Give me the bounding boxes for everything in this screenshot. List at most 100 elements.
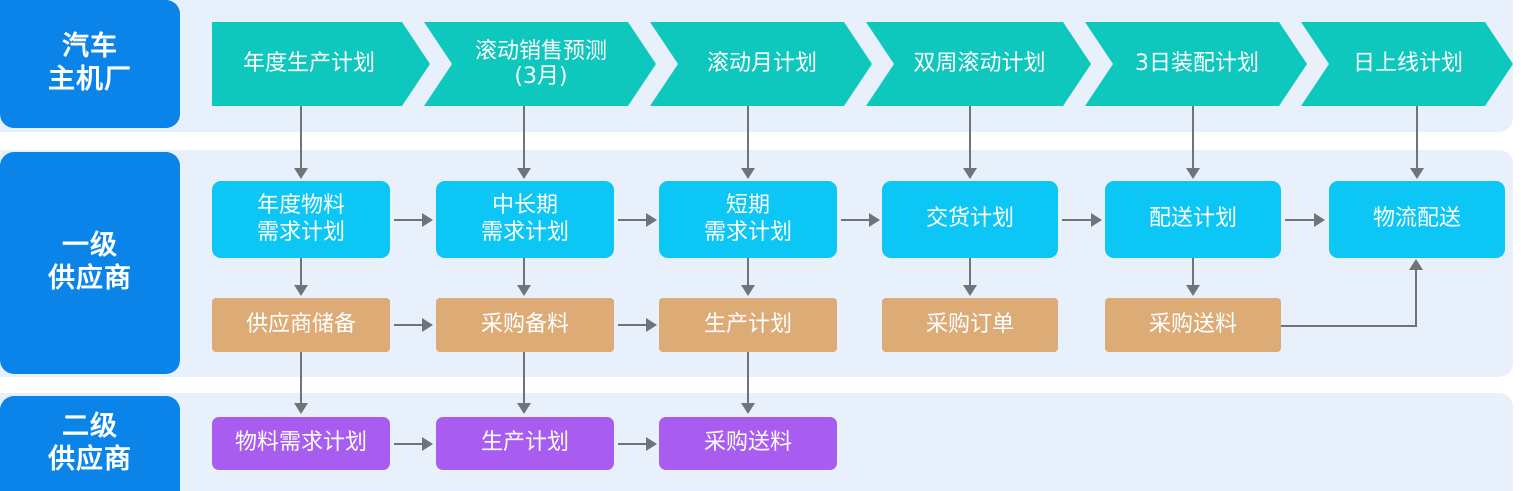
arrowhead-down	[741, 403, 755, 414]
connector-purchase-prep-to-production-tier2	[523, 352, 525, 405]
connector-delivery-to-distribution	[1062, 219, 1093, 221]
connector-chevron3-to-shortterm	[747, 106, 749, 170]
lane-header-tier2-line1: 二级	[62, 410, 118, 442]
arrowhead-right	[646, 437, 657, 451]
lane-header-tier2-line2: 供应商	[48, 443, 132, 475]
connector-reserve-to-purchase-prep	[394, 324, 424, 326]
node-production-plan-tier2[interactable]: 生产计划	[436, 417, 614, 470]
node-label: 物料需求计划	[234, 430, 367, 456]
connector-chevron5-to-distribution-plan	[1192, 106, 1194, 170]
arrowhead-down	[963, 285, 977, 296]
arrowhead-right	[422, 318, 433, 332]
node-purchase-shipment-tier1[interactable]: 采购送料	[1105, 298, 1281, 352]
arrowhead-down	[1186, 285, 1200, 296]
connector-midlongterm-to-shortterm	[618, 219, 648, 221]
arrowhead-down	[517, 168, 531, 179]
arrowhead-down	[1186, 168, 1200, 179]
connector-distribution-to-purchase-shipment	[1192, 258, 1194, 287]
node-label-line2: 需求计划	[256, 219, 345, 245]
lane-header-tier1: 一级 供应商	[0, 152, 180, 374]
connector-purchase-shipment-to-logistics-horizontal	[1281, 325, 1417, 327]
node-label: 生产计划	[480, 430, 569, 456]
chevron-label-line2: (3月)	[514, 64, 568, 89]
node-label: 供应商储备	[245, 311, 356, 337]
chevron-label: 年度生产计划	[242, 51, 375, 77]
lane-header-tier1-line2: 供应商	[48, 263, 132, 294]
connector-chevron4-to-delivery-plan	[969, 106, 971, 170]
node-label-line1: 年度物料	[256, 193, 345, 219]
node-label-line1: 中长期	[491, 193, 558, 219]
chevron-annual-production-plan[interactable]: 年度生产计划	[212, 22, 430, 106]
node-purchase-preparation[interactable]: 采购备料	[436, 298, 614, 352]
node-material-requirement-plan-tier2[interactable]: 物料需求计划	[212, 417, 390, 470]
chevron-rolling-monthly-plan[interactable]: 滚动月计划	[650, 22, 872, 106]
connector-supplier-reserve-to-material-plan	[300, 352, 302, 405]
node-midlongterm-requirement-plan[interactable]: 中长期 需求计划	[436, 181, 614, 258]
connector-shortterm-to-delivery	[841, 219, 871, 221]
node-label: 物流配送	[1372, 206, 1461, 232]
arrowhead-right	[646, 213, 657, 227]
lane-header-tier2: 二级 供应商	[0, 396, 180, 491]
arrowhead-down	[963, 168, 977, 179]
arrowhead-down	[517, 403, 531, 414]
node-label: 采购订单	[925, 311, 1014, 337]
lane-header-oem-line2: 主机厂	[48, 64, 132, 95]
arrowhead-right	[1314, 213, 1325, 227]
connector-production-to-shipment-tier2	[618, 443, 648, 445]
node-label: 采购备料	[480, 311, 569, 337]
node-shortterm-requirement-plan[interactable]: 短期 需求计划	[659, 181, 837, 258]
lane-header-tier1-line1: 一级	[62, 230, 118, 262]
connector-chevron1-to-annual-material	[300, 106, 302, 170]
chevron-label: 滚动月计划	[706, 51, 817, 77]
node-label: 采购送料	[1148, 311, 1237, 337]
arrowhead-right	[1091, 213, 1102, 227]
arrowhead-down	[517, 285, 531, 296]
node-purchase-order[interactable]: 采购订单	[882, 298, 1058, 352]
connector-material-plan-to-production-tier2	[394, 443, 424, 445]
node-label-line1: 短期	[725, 193, 770, 219]
arrowhead-right	[646, 318, 657, 332]
chevron-label: 3日装配计划	[1135, 51, 1259, 77]
chevron-label: 双周滚动计划	[913, 51, 1046, 77]
node-label: 生产计划	[703, 311, 792, 337]
connector-shortterm-to-production-plan	[747, 258, 749, 287]
node-delivery-plan[interactable]: 交货计划	[882, 181, 1058, 258]
node-label-line2: 需求计划	[480, 219, 569, 245]
connector-delivery-to-purchase-order	[969, 258, 971, 287]
arrowhead-right	[422, 213, 433, 227]
connector-distribution-to-logistics	[1285, 219, 1316, 221]
arrowhead-right	[422, 437, 433, 451]
lane-header-oem: 汽车 主机厂	[0, 0, 180, 128]
arrowhead-down	[294, 403, 308, 414]
connector-annual-to-midlongterm	[394, 219, 424, 221]
arrowhead-down	[1410, 168, 1424, 179]
chevron-label: 日上线计划	[1352, 51, 1463, 77]
arrowhead-down	[294, 168, 308, 179]
chevron-rolling-sales-forecast[interactable]: 滚动销售预测 (3月)	[424, 22, 656, 106]
node-label: 配送计划	[1148, 206, 1237, 232]
chevron-label-line1: 滚动销售预测	[474, 38, 607, 64]
connector-production-to-purchase-shipment-tier2	[747, 352, 749, 405]
chevron-three-day-assembly-plan[interactable]: 3日装配计划	[1085, 22, 1307, 106]
node-label: 交货计划	[925, 206, 1014, 232]
connector-purchase-prep-to-production	[618, 324, 648, 326]
node-production-plan-tier1[interactable]: 生产计划	[659, 298, 837, 352]
node-label-line2: 需求计划	[703, 219, 792, 245]
arrowhead-up	[1409, 259, 1423, 270]
chevron-daily-line-plan[interactable]: 日上线计划	[1301, 22, 1513, 106]
node-distribution-plan[interactable]: 配送计划	[1105, 181, 1281, 258]
arrowhead-down	[741, 285, 755, 296]
chevron-biweekly-rolling-plan[interactable]: 双周滚动计划	[866, 22, 1091, 106]
connector-purchase-shipment-to-logistics-vertical	[1415, 270, 1417, 326]
node-logistics-delivery[interactable]: 物流配送	[1329, 181, 1505, 258]
connector-annual-to-supplier-reserve	[300, 258, 302, 287]
node-annual-material-requirement-plan[interactable]: 年度物料 需求计划	[212, 181, 390, 258]
arrowhead-down	[741, 168, 755, 179]
arrowhead-right	[869, 213, 880, 227]
connector-midlongterm-to-purchase-prep	[523, 258, 525, 287]
node-supplier-reserve[interactable]: 供应商储备	[212, 298, 390, 352]
connector-chevron2-to-midterm	[523, 106, 525, 170]
arrowhead-down	[294, 285, 308, 296]
node-purchase-shipment-tier2[interactable]: 采购送料	[659, 417, 837, 470]
